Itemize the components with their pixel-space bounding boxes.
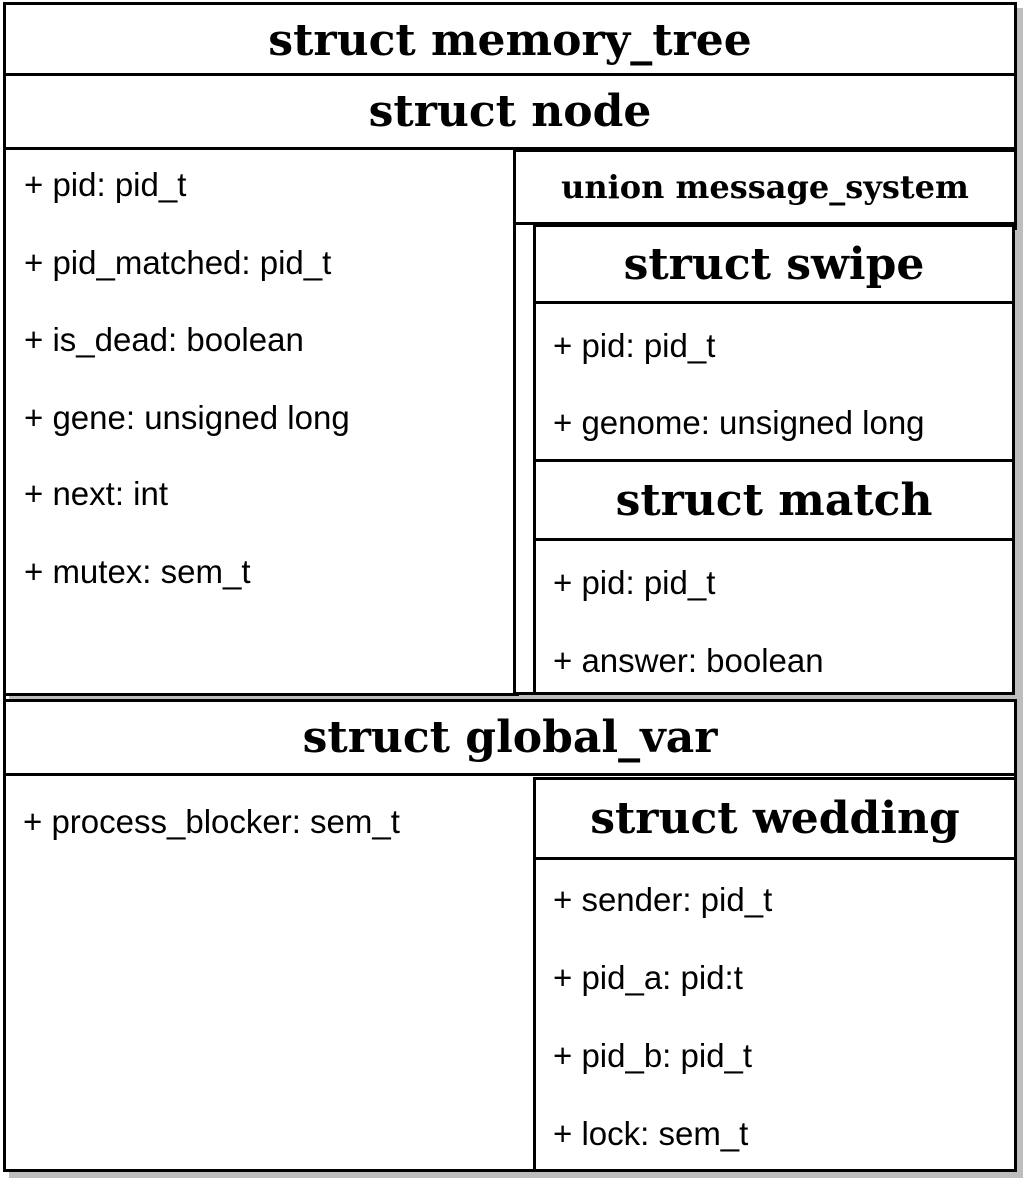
wedding-field: + lock: sem_t: [553, 1115, 749, 1152]
wedding-field: + sender: pid_t: [553, 881, 773, 918]
swipe-box: struct swipe + pid: pid_t + genome: unsi…: [533, 224, 1015, 462]
wedding-box: struct wedding + sender: pid_t + pid_a: …: [533, 777, 1017, 1172]
match-field: + pid: pid_t: [553, 564, 716, 601]
node-title: struct node: [6, 76, 1014, 150]
wedding-field: + pid_a: pid:t: [553, 959, 743, 996]
node-field: + pid: pid_t: [24, 166, 187, 203]
node-field: + mutex: sem_t: [24, 553, 251, 590]
node-field: + gene: unsigned long: [24, 399, 350, 436]
message-system-title: union message_system: [516, 152, 1014, 225]
match-box: struct match + pid: pid_t + answer: bool…: [533, 459, 1015, 695]
swipe-field: + pid: pid_t: [553, 327, 716, 364]
match-title: struct match: [536, 462, 1012, 541]
node-field: + next: int: [24, 475, 169, 512]
wedding-title: struct wedding: [536, 780, 1014, 860]
swipe-field: + genome: unsigned long: [553, 404, 925, 441]
node-field: + is_dead: boolean: [24, 321, 304, 358]
swipe-title: struct swipe: [536, 227, 1012, 304]
global-var-field: + process_blocker: sem_t: [23, 803, 400, 840]
match-field: + answer: boolean: [553, 642, 824, 679]
wedding-field: + pid_b: pid_t: [553, 1037, 753, 1074]
memory-tree-title: struct memory_tree: [6, 5, 1014, 78]
global-var-title: struct global_var: [6, 702, 1014, 776]
node-field: + pid_matched: pid_t: [24, 244, 332, 281]
